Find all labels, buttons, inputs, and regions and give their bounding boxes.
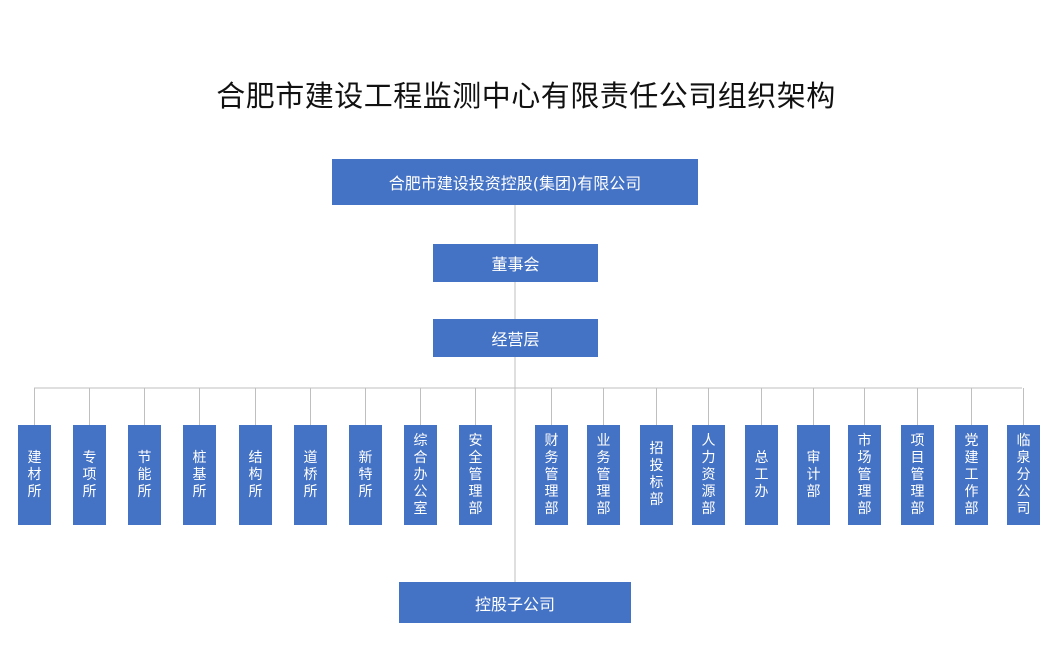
department-drop-lines bbox=[34, 388, 1024, 425]
chart-title: 合肥市建设工程监测中心有限责任公司组织架构 bbox=[216, 79, 836, 113]
dept-node-xinte: 新特所 bbox=[349, 425, 382, 525]
dept-node-jiegou: 结构所 bbox=[239, 425, 272, 525]
dept-node-audit: 审计部 bbox=[797, 425, 830, 525]
dept-node-zhuanxiang: 专项所 bbox=[73, 425, 106, 525]
board-node: 董事会 bbox=[433, 244, 598, 282]
dept-node-zonghe-office: 综合办公室 bbox=[404, 425, 437, 525]
dept-node-project: 项目管理部 bbox=[901, 425, 934, 525]
parent-group-node: 合肥市建设投资控股(集团)有限公司 bbox=[332, 159, 698, 205]
management-node: 经营层 bbox=[433, 319, 598, 357]
dept-node-zhuangji: 桩基所 bbox=[183, 425, 216, 525]
dept-node-finance: 财务管理部 bbox=[535, 425, 568, 525]
dept-node-bidding: 招投标部 bbox=[640, 425, 673, 525]
dept-node-market: 市场管理部 bbox=[848, 425, 881, 525]
dept-node-hr: 人力资源部 bbox=[692, 425, 725, 525]
dept-node-party: 党建工作部 bbox=[955, 425, 988, 525]
dept-node-linquan: 临泉分公司 bbox=[1007, 425, 1040, 525]
dept-node-business: 业务管理部 bbox=[587, 425, 620, 525]
dept-node-jiancai: 建材所 bbox=[18, 425, 51, 525]
dept-node-safety: 安全管理部 bbox=[459, 425, 492, 525]
dept-node-chief-eng: 总工办 bbox=[745, 425, 778, 525]
dept-node-daoqiao: 道桥所 bbox=[294, 425, 327, 525]
dept-node-jieneng: 节能所 bbox=[128, 425, 161, 525]
subsidiary-node: 控股子公司 bbox=[399, 582, 631, 623]
